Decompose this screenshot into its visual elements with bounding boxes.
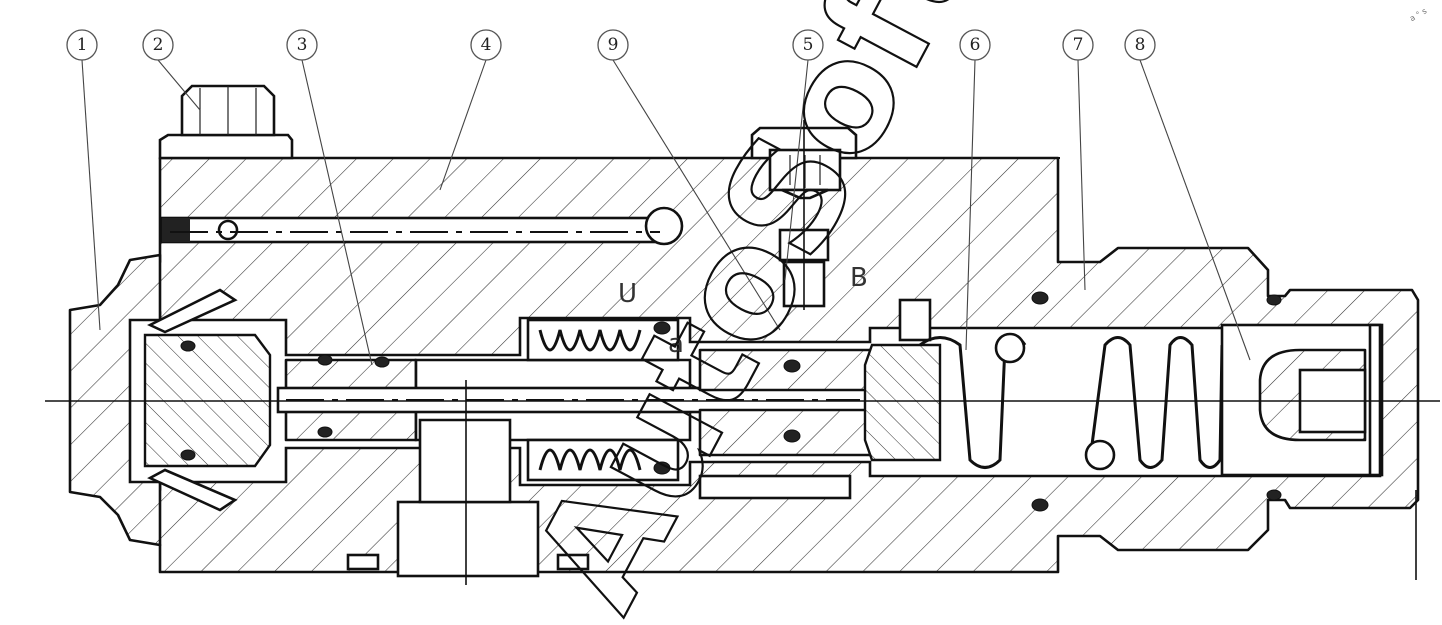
callout-4: 4 <box>470 29 502 61</box>
svg-text:1: 1 <box>77 35 88 55</box>
callout-9: 9 <box>597 29 629 61</box>
svg-text:9: 9 <box>608 35 619 55</box>
center-sleeve <box>698 348 872 500</box>
svg-text:7: 7 <box>1073 35 1084 55</box>
main-spring <box>919 332 1224 471</box>
callout-3: 3 <box>286 29 318 61</box>
leader-lines <box>81 59 1251 366</box>
svg-text:8: 8 <box>1135 35 1146 55</box>
callout-5: 5 <box>792 29 824 61</box>
callout-1: 1 <box>66 29 98 61</box>
end-cap-right <box>1220 294 1384 501</box>
svg-text:4: 4 <box>481 35 492 55</box>
center-spring <box>526 318 680 482</box>
port-label-b: B <box>850 263 868 293</box>
svg-text:5: 5 <box>803 35 814 55</box>
port-label-u: U <box>618 279 637 309</box>
callout-8: 8 <box>1124 29 1156 61</box>
svg-text:2: 2 <box>153 35 164 55</box>
svg-text:3: 3 <box>297 35 308 55</box>
callout-6: 6 <box>959 29 991 61</box>
upper-channel <box>160 206 684 246</box>
right-piston <box>863 291 1049 512</box>
bolt-head <box>180 84 276 137</box>
callout-7: 7 <box>1062 29 1094 61</box>
port-label-a: a <box>668 329 684 359</box>
corner-mark: a ° s <box>1408 6 1428 23</box>
callout-2: 2 <box>142 29 174 61</box>
bottom-port <box>346 380 590 585</box>
svg-text:6: 6 <box>970 35 981 55</box>
